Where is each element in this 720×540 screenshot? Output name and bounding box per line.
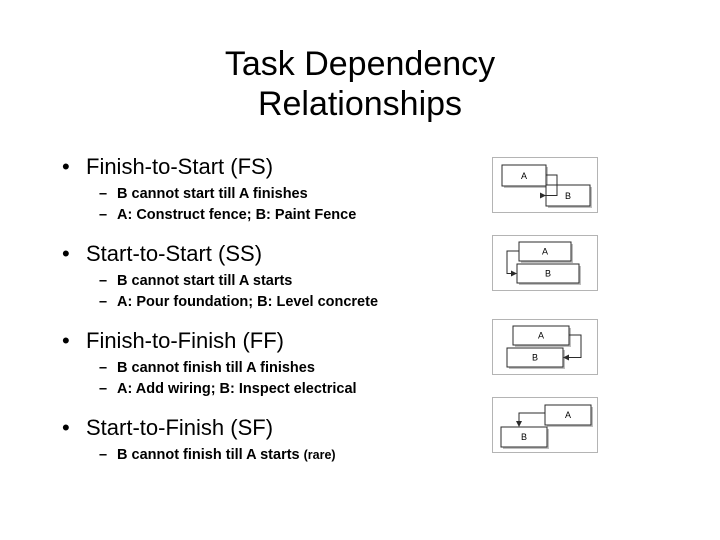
sub-bullet-item: – B cannot start till A starts: [55, 271, 475, 292]
title-line-1: Task Dependency: [224, 45, 496, 83]
sf-connector-line: [518, 412, 545, 423]
node-b-label: B: [532, 352, 538, 362]
bullet-label-ss: Start-to-Start (SS): [86, 241, 263, 266]
dash-marker-icon: –: [99, 186, 108, 202]
sub-bullet-label: A: Add wiring; B: Inspect electrical: [117, 381, 357, 397]
ff-diagram-svg: A B: [506, 325, 582, 369]
dash-marker-icon: –: [99, 207, 108, 223]
sub-bullet-item: – B cannot finish till A starts (rare): [55, 445, 475, 466]
start-to-start-diagram: A B: [492, 235, 598, 291]
bullet-group-sf: • Start-to-Finish (SF) – B cannot finish…: [55, 413, 475, 466]
sub-bullet-item: – A: Construct fence; B: Paint Fence: [55, 205, 475, 226]
bullet-group-ss: • Start-to-Start (SS) – B cannot start t…: [55, 239, 475, 313]
sf-arrowhead-icon: [516, 421, 522, 427]
node-b-label: B: [521, 432, 527, 442]
finish-to-start-diagram: A B: [492, 157, 598, 213]
bullet-dot-icon: •: [62, 415, 70, 440]
node-a-box: [544, 404, 592, 426]
start-to-finish-diagram: A B: [492, 397, 598, 453]
sub-bullet-note: (rare): [303, 448, 336, 462]
page-title: Task Dependency Relationships: [60, 44, 660, 124]
bullet-dot-icon: •: [62, 328, 70, 353]
bullet-label-fs: Finish-to-Start (FS): [86, 154, 274, 179]
bullet-dot-icon: •: [62, 154, 70, 179]
fs-connector-line: [542, 174, 558, 196]
bullet-group-fs: • Finish-to-Start (FS) – B cannot start …: [55, 152, 475, 226]
fs-diagram-svg: A B: [501, 164, 592, 208]
ss-arrowhead-icon: [511, 270, 517, 277]
sub-bullet-label: B cannot finish till A starts: [117, 447, 304, 463]
node-a-label: A: [521, 171, 527, 181]
finish-to-finish-diagram: A B: [492, 319, 598, 375]
bullet-item-ss: • Start-to-Start (SS): [55, 239, 475, 268]
sub-bullet-label: A: Pour foundation; B: Level concrete: [117, 294, 379, 310]
ss-diagram-svg: A B: [506, 241, 581, 285]
node-b-box: [500, 426, 548, 448]
sub-bullet-label: A: Construct fence; B: Paint Fence: [117, 207, 357, 223]
ss-connector-line: [506, 250, 519, 274]
bullet-list: • Finish-to-Start (FS) – B cannot start …: [55, 152, 475, 472]
bullet-dot-icon: •: [62, 241, 70, 266]
sub-bullet-item: – A: Pour foundation; B: Level concrete: [55, 292, 475, 313]
dash-marker-icon: –: [99, 273, 108, 289]
sub-bullet-item: – A: Add wiring; B: Inspect electrical: [55, 379, 475, 400]
node-a-label: A: [542, 246, 548, 256]
dash-marker-icon: –: [99, 381, 108, 397]
bullet-label-sf: Start-to-Finish (SF): [86, 415, 274, 440]
sub-bullet-label: B cannot start till A finishes: [117, 186, 308, 202]
fs-arrowhead-icon: [540, 192, 546, 199]
bullet-item-sf: • Start-to-Finish (SF): [55, 413, 475, 442]
ff-connector-line: [569, 334, 582, 358]
sub-bullet-item: – B cannot finish till A finishes: [55, 358, 475, 379]
dash-marker-icon: –: [99, 360, 108, 376]
sub-bullet-label: B cannot finish till A finishes: [117, 360, 315, 376]
bullet-group-ff: • Finish-to-Finish (FF) – B cannot finis…: [55, 326, 475, 400]
bullet-item-fs: • Finish-to-Start (FS): [55, 152, 475, 181]
node-a-label: A: [565, 410, 571, 420]
dash-marker-icon: –: [99, 447, 108, 463]
node-b-label: B: [545, 268, 551, 278]
sub-bullet-item: – B cannot start till A finishes: [55, 184, 475, 205]
sub-bullet-label: B cannot start till A starts: [117, 273, 293, 289]
node-a-label: A: [538, 330, 544, 340]
title-line-2: Relationships: [257, 85, 463, 123]
bullet-label-ff: Finish-to-Finish (FF): [86, 328, 285, 353]
dash-marker-icon: –: [99, 294, 108, 310]
node-b-label: B: [565, 191, 571, 201]
bullet-item-ff: • Finish-to-Finish (FF): [55, 326, 475, 355]
sf-diagram-svg: A B: [500, 404, 593, 449]
ff-arrowhead-icon: [563, 354, 569, 361]
